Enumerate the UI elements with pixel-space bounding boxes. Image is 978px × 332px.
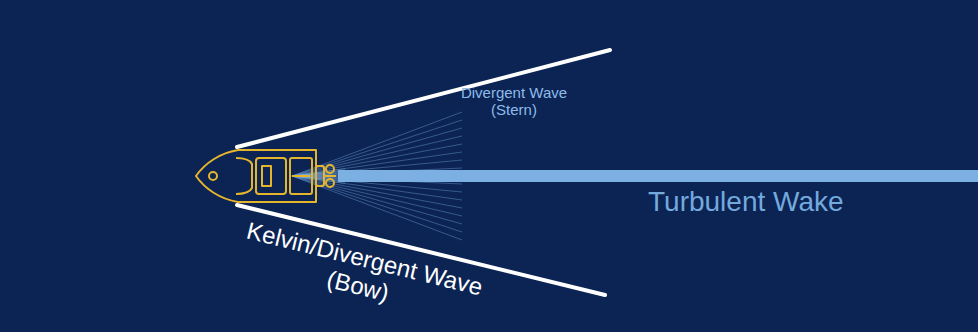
turbulent-wake-band <box>338 170 978 182</box>
wake-label: Turbulent Wake <box>648 186 928 218</box>
stern-wave-stroke <box>292 176 462 224</box>
boat-outline <box>196 150 336 202</box>
kelvin-wave-line <box>237 50 610 147</box>
prop-jet <box>290 168 345 184</box>
stern-wave-stroke <box>292 120 462 176</box>
stern-wave-label: Divergent Wave (Stern) <box>458 84 570 119</box>
stern-wave-stroke <box>292 128 462 176</box>
